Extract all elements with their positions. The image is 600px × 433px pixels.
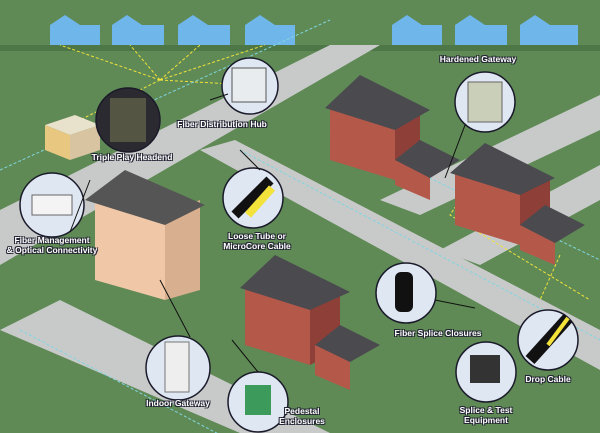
label-fiber-distribution-hub: Fiber Distribution Hub [177, 119, 267, 129]
callout-leaders [69, 93, 476, 373]
label-line: & Optical Connectivity [6, 245, 98, 255]
label-fiber-splice-closures: Fiber Splice Closures [394, 328, 482, 338]
house-1 [325, 75, 460, 200]
bubble-contents [31, 67, 573, 415]
label-line: MicroCore Cable [223, 241, 291, 251]
background-houses [50, 15, 578, 45]
label-indoor-gateway: Indoor Gateway [146, 398, 210, 408]
house-3 [240, 255, 380, 390]
label-hardened-gateway: Hardened Gateway [439, 54, 517, 64]
label-drop-cable: Drop Cable [525, 374, 571, 384]
label-line: Enclosures [279, 416, 325, 426]
label-fiber-management: Fiber Management& Optical Connectivity [7, 235, 98, 255]
headend-hut [45, 115, 100, 160]
label-triple-play-headend: Triple Play Headend [91, 152, 173, 162]
drop-lines [0, 19, 600, 433]
label-line: Equipment [464, 415, 508, 425]
label-line: Fiber Management [14, 235, 90, 245]
label-line: Splice & Test [459, 405, 513, 415]
house-2 [450, 143, 585, 265]
label-line: Pedestal [284, 406, 320, 416]
label-line: Loose Tube or [228, 231, 286, 241]
house-ghost [85, 170, 205, 300]
